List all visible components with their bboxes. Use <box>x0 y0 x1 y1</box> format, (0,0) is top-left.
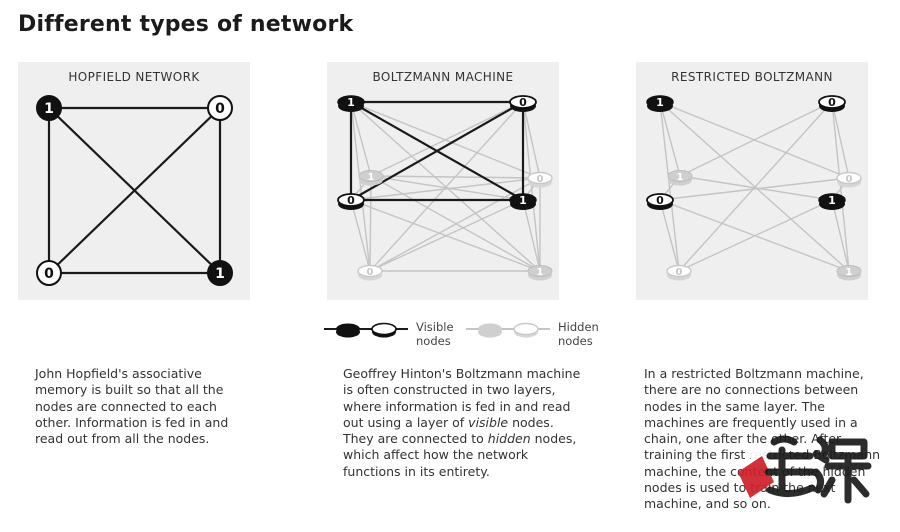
svg-text:0: 0 <box>656 194 664 207</box>
svg-text:1: 1 <box>519 194 527 207</box>
hopfield-title: HOPFIELD NETWORK <box>68 70 200 84</box>
svg-text:0: 0 <box>537 174 544 185</box>
legend-hidden-swatch <box>466 322 550 338</box>
svg-text:1: 1 <box>215 266 225 282</box>
legend-visible-label: Visible nodes <box>416 320 454 348</box>
svg-text:1: 1 <box>44 101 54 117</box>
restricted-title: RESTRICTED BOLTZMANN <box>671 70 833 84</box>
visible-node-off: 0 <box>646 193 674 210</box>
visible-node-off: 0 <box>818 95 846 112</box>
hidden-node-on: 1 <box>836 265 862 281</box>
visible-node-on: 1 <box>337 95 365 112</box>
legend-swatches <box>324 322 550 338</box>
svg-text:0: 0 <box>676 267 683 278</box>
visible-node-off: 0 <box>509 95 537 112</box>
hidden-node-off: 0 <box>666 264 692 281</box>
hopfield-diagram: 1 0 0 1 <box>36 95 233 286</box>
hopfield-panel: HOPFIELD NETWORK 1 0 0 1 <box>18 62 250 300</box>
svg-text:1: 1 <box>677 172 684 183</box>
node-off: 0 <box>36 260 62 286</box>
hidden-node-on: 1 <box>667 170 693 186</box>
boltzmann-description: Geoffrey Hinton's Boltzmann machine is o… <box>343 366 581 479</box>
hidden-node-off: 0 <box>836 171 862 188</box>
legend: Visible nodes Hidden nodes <box>320 318 610 352</box>
legend-hidden-label: Hidden nodes <box>558 320 599 348</box>
hidden-node-on: 1 <box>358 170 384 186</box>
hidden-node-on: 1 <box>527 265 553 281</box>
boltzmann-panel: BOLTZMANN MACHINE 1 <box>327 62 559 300</box>
node-on: 1 <box>207 260 233 286</box>
visible-node-on: 1 <box>818 193 846 210</box>
node-on: 1 <box>36 95 62 121</box>
svg-text:1: 1 <box>656 96 664 109</box>
svg-text:1: 1 <box>846 267 853 278</box>
svg-text:0: 0 <box>44 266 54 282</box>
boltzmann-title: BOLTZMANN MACHINE <box>372 70 514 84</box>
svg-text:0: 0 <box>519 96 527 109</box>
svg-text:1: 1 <box>537 267 544 278</box>
restricted-description: In a restricted Boltzmann machine, there… <box>644 366 881 512</box>
hopfield-description: John Hopfield's associative memory is bu… <box>35 366 229 447</box>
svg-text:0: 0 <box>846 174 853 185</box>
visible-node-on: 1 <box>509 193 537 210</box>
page-title: Different types of network <box>18 12 354 37</box>
svg-text:0: 0 <box>367 267 374 278</box>
visible-node-on: 1 <box>646 95 674 112</box>
visible-node-off: 0 <box>337 193 365 210</box>
svg-text:1: 1 <box>347 96 355 109</box>
hidden-node-off: 0 <box>527 171 553 188</box>
restricted-diagram: 1 0 0 1 1 0 0 <box>646 95 862 281</box>
svg-text:1: 1 <box>368 172 375 183</box>
restricted-panel: RESTRICTED BOLTZMANN 1 0 0 <box>636 62 868 300</box>
boltzmann-diagram: 1 0 0 1 1 0 0 <box>337 95 553 281</box>
svg-text:0: 0 <box>347 194 355 207</box>
edge <box>48 107 221 274</box>
svg-text:0: 0 <box>828 96 836 109</box>
svg-text:1: 1 <box>828 194 836 207</box>
svg-text:0: 0 <box>215 101 225 117</box>
hidden-node-off: 0 <box>357 264 383 281</box>
legend-visible-swatch <box>324 322 408 338</box>
node-off: 0 <box>207 95 233 121</box>
